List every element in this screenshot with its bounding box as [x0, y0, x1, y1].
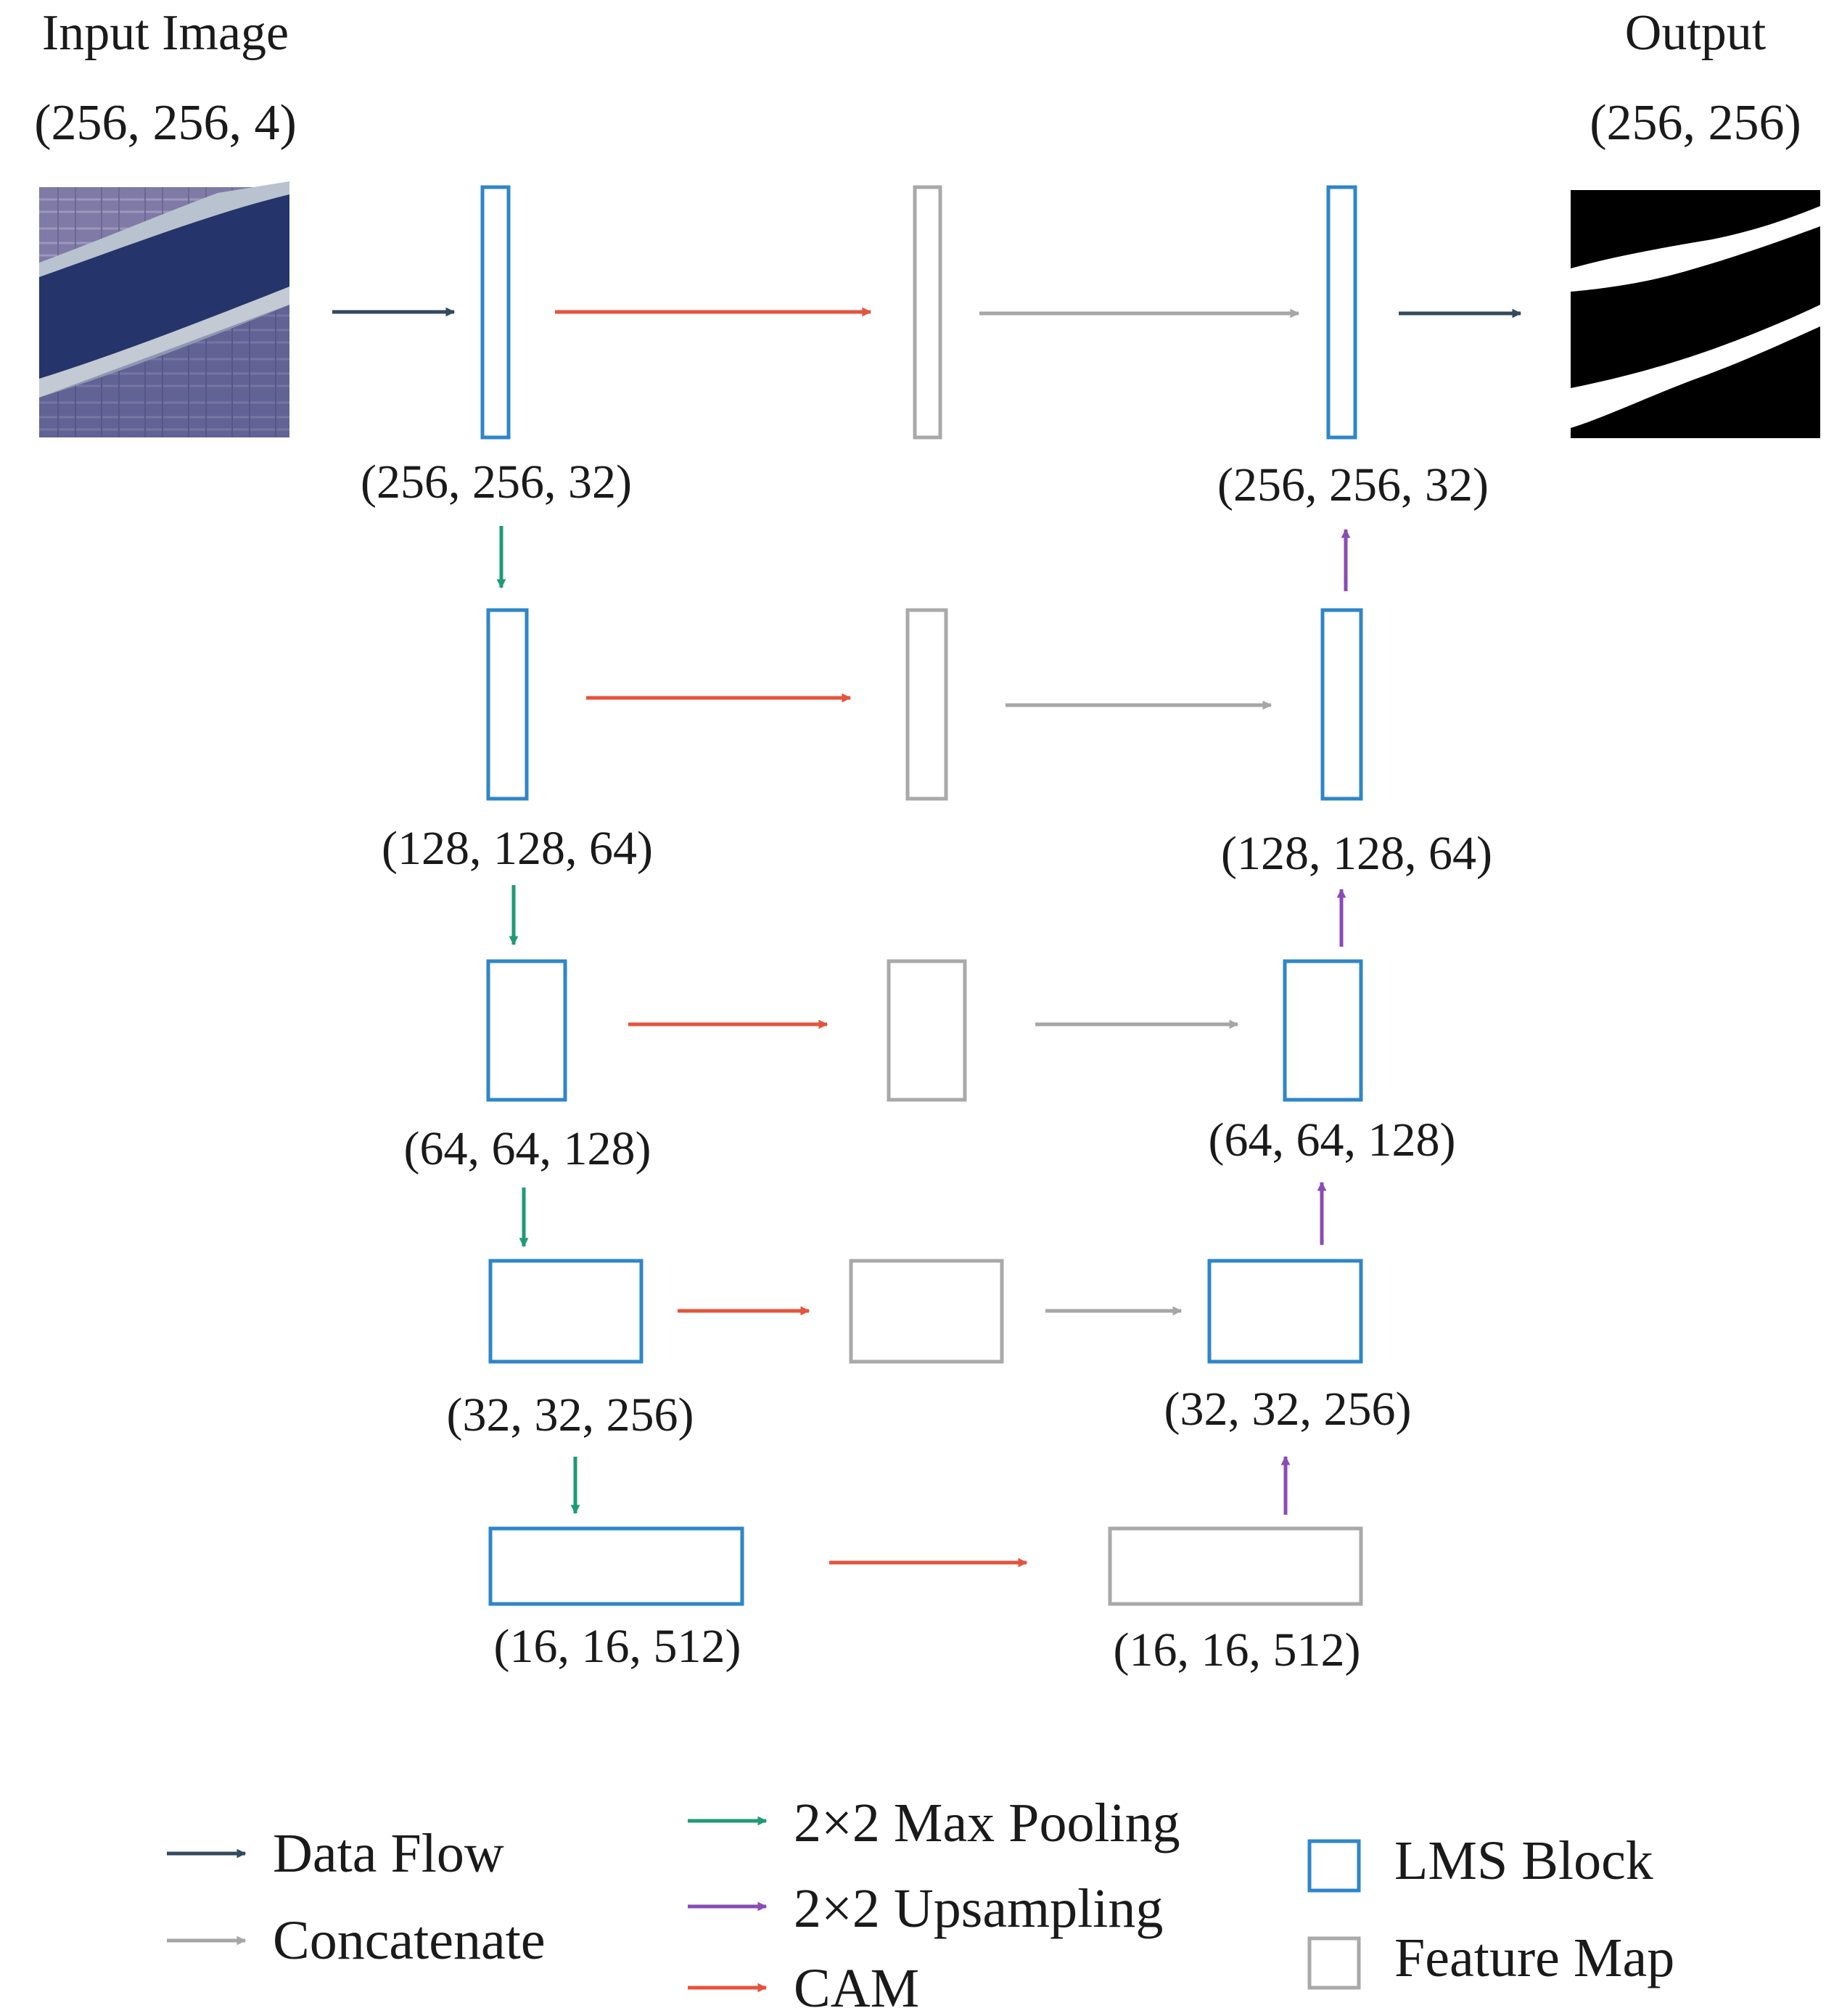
output-mask-image — [1571, 190, 1820, 438]
input-image-shape: (256, 256, 4) — [34, 95, 297, 151]
legend: Data Flow Concatenate 2×2 Max Pooling 2×… — [167, 1793, 1674, 2016]
input-satellite-image — [39, 181, 289, 437]
encoder-shape-3: (64, 64, 128) — [404, 1122, 651, 1175]
legend-feature-map-swatch — [1307, 1936, 1361, 1990]
decoder-shape-2: (128, 128, 64) — [1221, 827, 1492, 880]
feature-map-4 — [849, 1259, 1004, 1364]
output-title: Output — [1625, 5, 1767, 61]
feature-map-1 — [913, 185, 942, 440]
feature-map-2 — [905, 608, 948, 801]
legend-concatenate-label: Concatenate — [273, 1910, 546, 1971]
decoder-shape-5: (16, 16, 512) — [1114, 1624, 1361, 1676]
legend-max-pooling-label: 2×2 Max Pooling — [794, 1793, 1180, 1854]
encoder-shape-5: (16, 16, 512) — [494, 1620, 741, 1673]
legend-upsampling-label: 2×2 Upsampling — [794, 1878, 1163, 1939]
decoder-shape-3: (64, 64, 128) — [1209, 1114, 1456, 1167]
decoder-shape-1: (256, 256, 32) — [1217, 458, 1489, 511]
legend-cam-label: CAM — [794, 1958, 919, 2016]
legend-feature-map-label: Feature Map — [1394, 1927, 1674, 1988]
encoder-shape-1: (256, 256, 32) — [361, 456, 632, 509]
decoder-shape-4: (32, 32, 256) — [1164, 1383, 1412, 1436]
input-image-title: Input Image — [42, 5, 289, 61]
feature-map-3 — [887, 959, 967, 1102]
encoder-block-2 — [486, 608, 529, 801]
encoder-shape-4: (32, 32, 256) — [447, 1388, 694, 1441]
decoder-block-1 — [1326, 185, 1357, 440]
decoder-block-4 — [1207, 1259, 1363, 1364]
encoder-block-5 — [488, 1526, 744, 1606]
decoder-block-2 — [1320, 608, 1363, 801]
output-shape: (256, 256) — [1590, 95, 1801, 151]
legend-data-flow-label: Data Flow — [273, 1823, 504, 1884]
legend-lms-block-swatch — [1307, 1839, 1361, 1893]
bottleneck-feature-map — [1108, 1526, 1363, 1606]
decoder-block-3 — [1283, 959, 1363, 1102]
encoder-shape-2: (128, 128, 64) — [382, 822, 653, 875]
encoder-block-4 — [488, 1259, 643, 1364]
encoder-block-1 — [480, 185, 511, 440]
legend-lms-block-label: LMS Block — [1394, 1830, 1653, 1891]
encoder-block-3 — [486, 959, 567, 1102]
